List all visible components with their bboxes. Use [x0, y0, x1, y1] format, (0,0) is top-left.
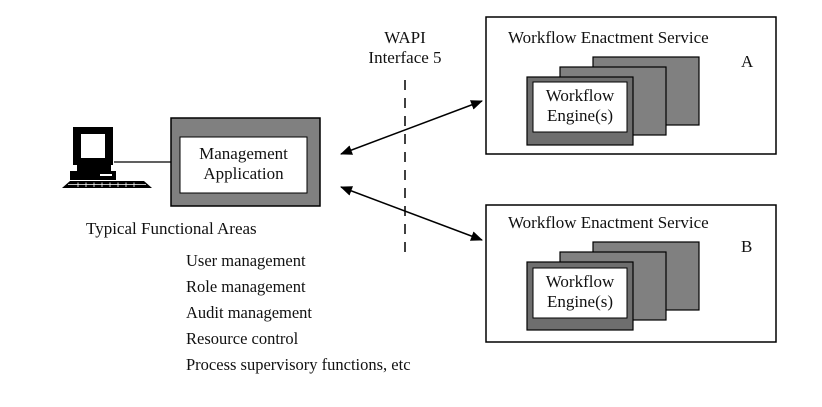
arrow-to-service-a [340, 100, 483, 155]
engine-a-label: Workflow Engine(s) [533, 86, 627, 126]
engine-b-line2: Engine(s) [546, 292, 614, 311]
enactment-service-b-box [485, 204, 777, 343]
service-a-title: Workflow Enactment Service [508, 28, 709, 47]
list-item: User management [186, 251, 306, 270]
management-app-label: Management Application [180, 144, 307, 184]
service-b-letter: B [741, 237, 753, 256]
interface-label-line1: WAPI [384, 28, 426, 47]
management-app-line1: Management [199, 144, 288, 163]
list-item: Resource control [186, 329, 299, 348]
list-item: Role management [186, 277, 306, 296]
list-item: Process supervisory functions, etc [186, 355, 411, 374]
functional-areas-list: User management Role management Audit ma… [186, 251, 411, 381]
engine-a-line2: Engine(s) [546, 106, 614, 125]
interface-label: WAPI Interface 5 [355, 28, 455, 68]
engine-a-line1: Workflow [545, 86, 615, 105]
engine-b-label: Workflow Engine(s) [533, 272, 627, 312]
management-app-line2: Application [203, 164, 284, 183]
service-b-title: Workflow Enactment Service [508, 213, 709, 232]
service-a-letter: A [741, 52, 754, 71]
arrow-to-service-b [340, 186, 483, 241]
interface-label-line2: Interface 5 [368, 48, 442, 67]
computer-icon [62, 127, 152, 188]
management-application-box [170, 117, 321, 207]
list-item: Audit management [186, 303, 313, 322]
enactment-service-a-box [485, 16, 777, 155]
engine-b-line1: Workflow [545, 272, 615, 291]
functional-areas-title: Typical Functional Areas [86, 219, 257, 238]
